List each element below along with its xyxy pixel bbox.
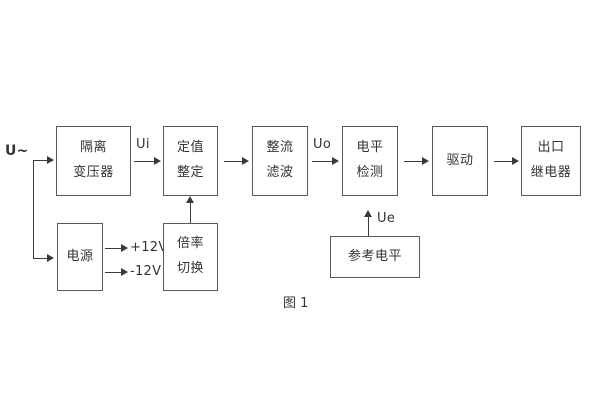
connector-setting-to-rectify (224, 161, 244, 162)
block-reference-level[interactable]: 参考电平 (330, 236, 420, 278)
arrowhead-to-setting-value-vertical (186, 196, 194, 203)
rail-negative-label: -12V (130, 264, 162, 279)
arrowhead-to-power-supply (47, 254, 54, 262)
rail-negative-line (105, 272, 123, 273)
input-bus-top-segment (33, 160, 53, 161)
block-line: 倍率 (176, 236, 204, 252)
signal-label-ui: Ui (136, 137, 150, 152)
rail-positive-label: +12V (130, 240, 168, 255)
block-level-detection[interactable]: 电平 检测 (342, 126, 398, 196)
block-setting-value[interactable]: 定值 整定 (163, 126, 218, 196)
block-line: 隔离 (79, 140, 107, 156)
signal-label-ue: Ue (377, 211, 396, 226)
block-power-supply[interactable]: 电源 (57, 223, 103, 291)
arrowhead-rail-positive (121, 244, 128, 252)
connector-drive-to-output-relay (494, 161, 514, 162)
connector-reference-to-level-detection (368, 216, 369, 236)
input-source-label: U~ (5, 143, 29, 159)
block-line: 驱动 (446, 152, 474, 168)
arrowhead-to-output-relay (512, 157, 519, 165)
block-line: 电源 (66, 248, 94, 264)
signal-label-uo: Uo (313, 137, 332, 152)
arrowhead-to-level-detection-vertical (364, 210, 372, 217)
block-ratio-switch[interactable]: 倍率 切换 (163, 223, 218, 291)
arrowhead-to-rectify-filter (242, 157, 249, 165)
arrowhead-to-setting-value (154, 157, 161, 165)
arrowhead-to-drive (422, 157, 429, 165)
connector-ratio-switch-to-setting (190, 202, 191, 223)
block-line: 出口 (537, 140, 565, 156)
input-bus-vertical (33, 160, 34, 258)
block-line: 检测 (356, 165, 384, 180)
arrowhead-to-isolation-transformer (47, 156, 54, 164)
block-line: 继电器 (530, 165, 572, 180)
block-rectify-filter[interactable]: 整流 滤波 (252, 126, 308, 196)
block-output-relay[interactable]: 出口 继电器 (521, 126, 581, 196)
connector-rectify-to-level (312, 161, 334, 162)
block-line: 滤波 (266, 165, 294, 180)
rail-positive-line (105, 248, 123, 249)
block-line: 变压器 (73, 165, 114, 180)
block-isolation-transformer[interactable]: 隔离 变压器 (56, 126, 131, 196)
block-line: 定值 (176, 140, 204, 156)
figure-caption: 图 1 (283, 296, 309, 311)
connector-isolation-to-setting (134, 161, 156, 162)
block-line: 整流 (266, 140, 294, 156)
arrowhead-to-level-detection (332, 157, 339, 165)
block-line: 切换 (176, 261, 204, 276)
input-bus-bottom-segment (33, 258, 49, 259)
block-line: 整定 (176, 165, 204, 180)
block-line: 电平 (356, 140, 384, 156)
block-line: 参考电平 (347, 248, 402, 264)
connector-level-to-drive (404, 161, 424, 162)
block-drive[interactable]: 驱动 (432, 126, 488, 196)
arrowhead-rail-negative (121, 268, 128, 276)
